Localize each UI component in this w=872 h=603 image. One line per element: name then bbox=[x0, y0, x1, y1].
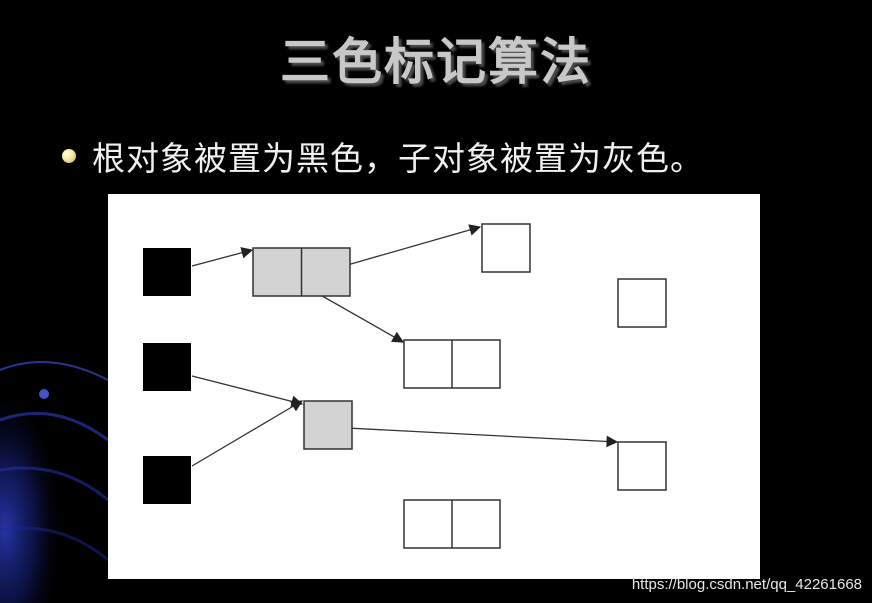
black-object-root-3 bbox=[143, 456, 191, 504]
edge-root3-to-gray-single bbox=[191, 400, 304, 467]
white-object-right-lower bbox=[617, 441, 667, 491]
bullet-item: 根对象被置为黑色，子对象被置为灰色。 bbox=[62, 132, 704, 180]
white-object-double-bottom bbox=[403, 499, 501, 549]
gray-object-double bbox=[252, 247, 351, 297]
black-object-root-1 bbox=[143, 248, 191, 296]
white-object-double-middle bbox=[403, 339, 501, 389]
white-object-top bbox=[481, 223, 531, 273]
edge-root2-to-gray-single bbox=[191, 375, 304, 408]
bullet-dot-icon bbox=[62, 149, 76, 163]
black-object-root-2 bbox=[143, 343, 191, 391]
edge-gray-single-to-white-right-lower bbox=[327, 426, 619, 448]
bullet-text: 根对象被置为黑色，子对象被置为灰色。 bbox=[92, 139, 704, 178]
watermark-url: https://blog.csdn.net/qq_42261668 bbox=[631, 576, 862, 593]
gray-object-single bbox=[303, 400, 353, 450]
white-object-right-isolated bbox=[617, 278, 667, 328]
diagram-canvas bbox=[143, 223, 667, 549]
edge-root1-to-gray-double bbox=[191, 247, 254, 267]
slide-title: 三色标记算法 bbox=[280, 33, 592, 91]
tricolor-diagram bbox=[108, 194, 760, 579]
